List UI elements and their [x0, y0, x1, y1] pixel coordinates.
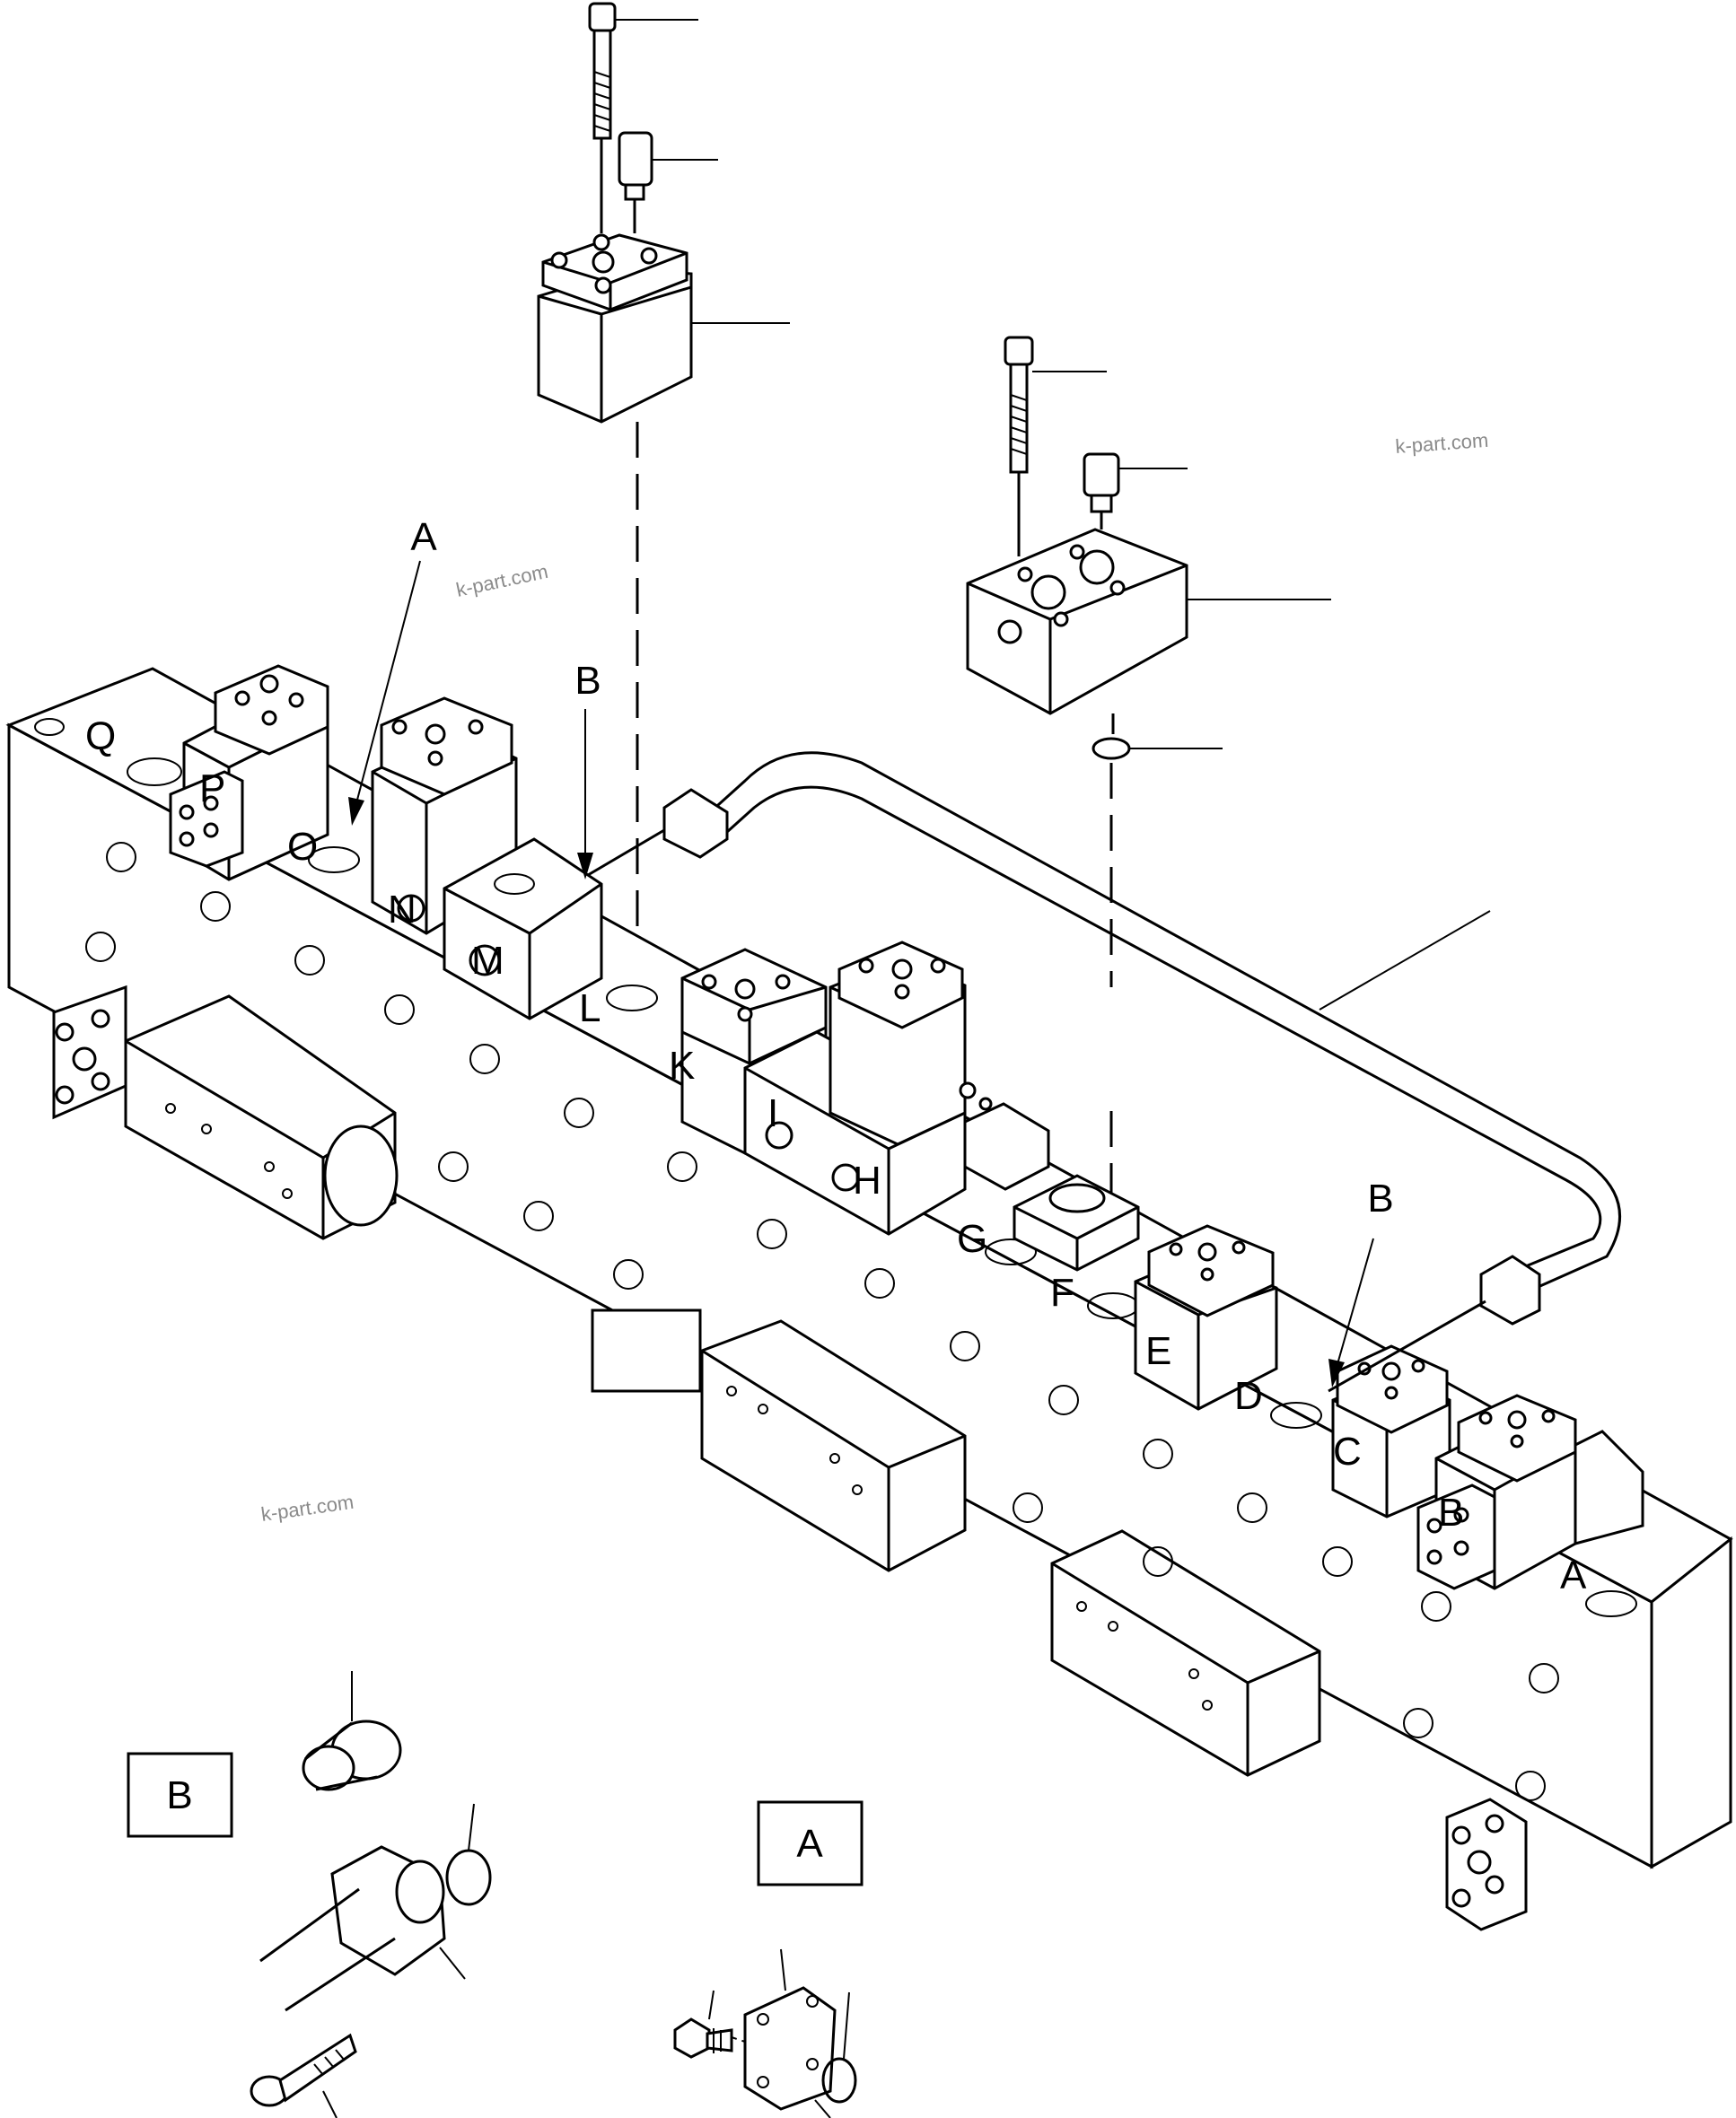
callout-arrows [348, 560, 1374, 1387]
port-label-e: E [1145, 1329, 1171, 1373]
port-label-m: M [471, 939, 504, 983]
detail-b-box-label: B [166, 1773, 192, 1817]
port-label-p: P [199, 766, 225, 810]
detail-a-box [757, 1800, 864, 1886]
callout-label-b-right: B [1367, 1177, 1393, 1221]
callout-label-b-left: B [574, 659, 601, 703]
callout-label-a: A [410, 515, 437, 559]
right-valve-assembly [966, 336, 1331, 1292]
callout-labels: A B B [410, 515, 1393, 1221]
detail-a-box-label: A [796, 1822, 823, 1866]
port-label-q: Q [85, 714, 116, 758]
port-label-f: F [1050, 1271, 1074, 1315]
connecting-pipe [587, 751, 1621, 1393]
port-label-a: A [1560, 1553, 1587, 1597]
port-label-b: B [1438, 1491, 1464, 1535]
port-label-d: D [1234, 1374, 1263, 1418]
port-label-o: O [287, 825, 318, 869]
detail-b-box [127, 1752, 233, 1838]
watermark-2: k-part.com [1395, 429, 1489, 458]
watermark-3: k-part.com [259, 1491, 355, 1526]
port-label-k: K [669, 1044, 695, 1088]
top-valve-assembly [537, 2, 790, 1012]
stacked-valves [169, 664, 1644, 1590]
port-label-l: L [579, 986, 601, 1030]
detail-b: B [127, 1671, 492, 2118]
detail-a: A [673, 1800, 864, 2118]
port-label-h: H [853, 1159, 881, 1203]
port-label-i: I [767, 1091, 778, 1135]
port-label-n: N [388, 888, 416, 932]
front-ports [85, 842, 1559, 1801]
watermark-1: k-part.com [454, 560, 550, 601]
port-label-g: G [957, 1217, 987, 1261]
port-labels: Q P O N M L K I H G F E D C B A [85, 714, 1587, 1597]
port-label-c: C [1333, 1430, 1362, 1474]
